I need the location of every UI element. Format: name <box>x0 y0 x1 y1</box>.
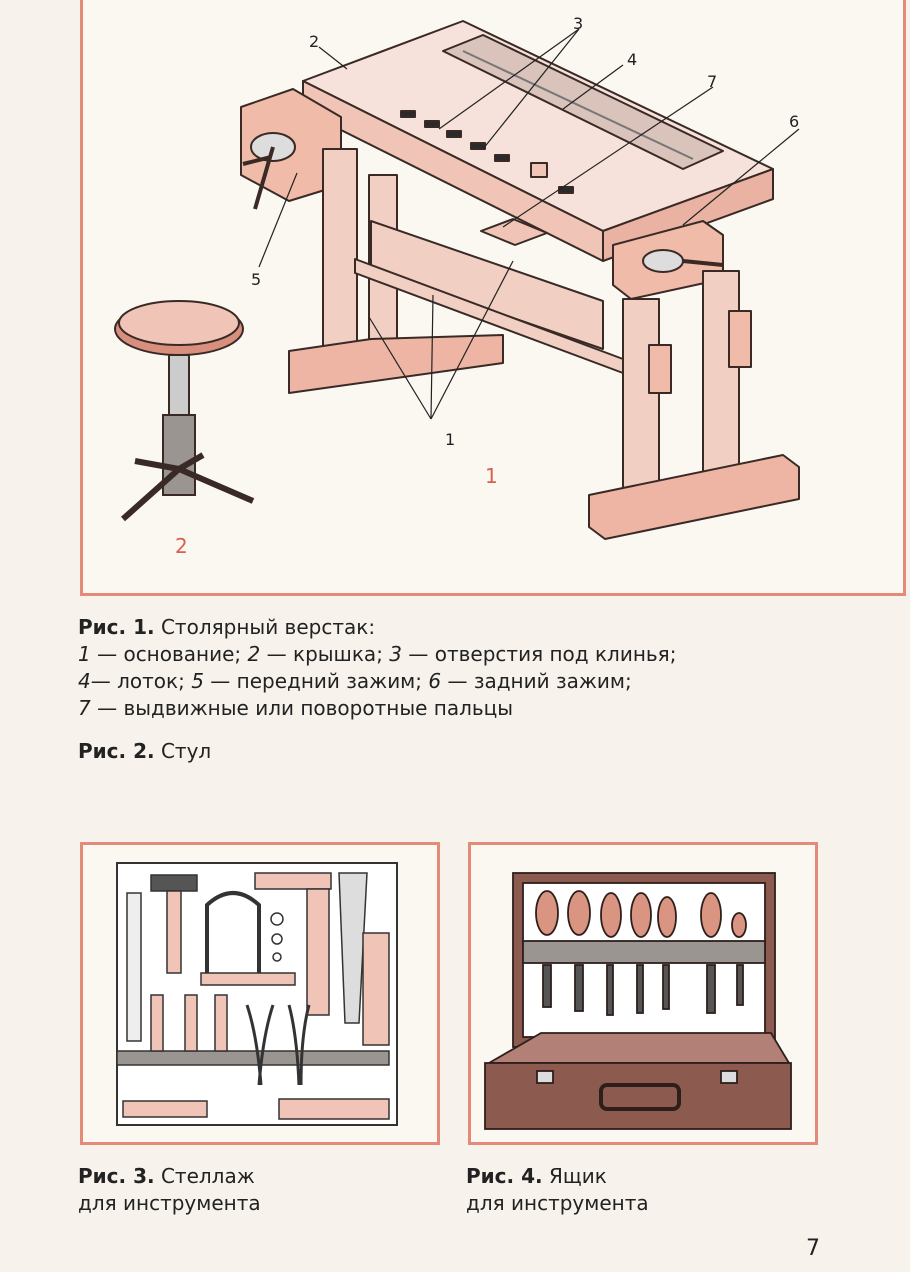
item-6-number: 6 <box>428 669 442 693</box>
item-2-number: 2 <box>247 642 261 666</box>
callout-1: 1 <box>445 430 455 449</box>
item-6-text: задний зажим; <box>473 669 632 693</box>
fig2-prefix: Рис. 2. <box>78 739 155 763</box>
dash: — <box>266 642 287 666</box>
sliding-finger <box>480 218 548 246</box>
item-5-number: 5 <box>191 669 204 693</box>
bench-tray <box>442 34 724 170</box>
figure-2-caption: Рис. 2. Стул <box>78 738 211 765</box>
rack-shelf <box>116 1050 390 1066</box>
callout-7: 7 <box>707 72 717 91</box>
tool-rack-illustration <box>116 862 398 1126</box>
square-tool <box>254 872 332 890</box>
item-2-text: крышка; <box>292 642 383 666</box>
fret-saw <box>205 891 261 975</box>
item-4-number: 4 <box>78 669 91 693</box>
figure-3-caption: Рис. 3. Стеллаж для инструмента <box>78 1163 261 1217</box>
item-3-number: 3 <box>389 642 403 666</box>
dash: — <box>97 696 118 720</box>
stool <box>114 300 255 522</box>
bench-base <box>288 148 800 540</box>
fig3-title: Стеллаж <box>160 1164 255 1188</box>
workbench-illustration: 2 3 4 7 6 5 1 1 2 <box>114 14 800 558</box>
item-1-text: основание; <box>123 642 242 666</box>
item-7-text: выдвижные или поворотные пальцы <box>123 696 514 720</box>
fig4-title: Ящик <box>548 1164 607 1188</box>
fig2-title: Стул <box>160 739 212 763</box>
item-4-text: лоток; <box>117 669 185 693</box>
box-handle <box>599 1083 681 1111</box>
tool-box-figure <box>468 842 818 1145</box>
ruler <box>126 892 142 1042</box>
dash: — <box>97 642 118 666</box>
chisel-handles <box>535 890 747 938</box>
bench-peg <box>530 162 548 178</box>
fig1-prefix: Рис. 1. <box>78 615 155 639</box>
dash: — <box>408 642 429 666</box>
figure-1-caption: Рис. 1. Столярный верстак: 1 — основание… <box>78 614 676 722</box>
item-7-number: 7 <box>78 696 91 720</box>
fig1-title: Столярный верстак: <box>160 615 376 639</box>
figure-4-caption: Рис. 4. Ящик для инструмента <box>466 1163 649 1217</box>
figure-number-2: 2 <box>175 534 188 558</box>
fig4-prefix: Рис. 4. <box>466 1164 543 1188</box>
callout-3: 3 <box>573 14 583 33</box>
level <box>122 1100 208 1118</box>
callout-6: 6 <box>789 112 799 131</box>
callout-4: 4 <box>627 50 637 69</box>
hand-saw <box>338 872 368 1024</box>
wedge-holes <box>400 110 574 194</box>
dash: — <box>210 669 231 693</box>
callout-2: 2 <box>309 32 319 51</box>
item-5-text: передний зажим; <box>236 669 423 693</box>
dash: — <box>90 669 111 693</box>
workbench-figure: 2 3 4 7 6 5 1 1 2 <box>80 0 906 596</box>
tool-box-illustration <box>484 872 792 1130</box>
item-1-number: 1 <box>78 642 91 666</box>
hammer-head <box>150 874 198 892</box>
figure-number-1: 1 <box>485 464 498 488</box>
callout-5: 5 <box>251 270 261 289</box>
page-number: 7 <box>806 1236 820 1261</box>
box-tray <box>485 1032 791 1064</box>
tool-rack-figure <box>80 842 440 1145</box>
item-3-text: отверстия под клинья; <box>434 642 677 666</box>
dash: — <box>447 669 468 693</box>
box-body <box>484 1062 792 1130</box>
fig4-subtitle: для инструмента <box>466 1191 649 1215</box>
chisel-strap <box>522 940 766 964</box>
fig3-prefix: Рис. 3. <box>78 1164 155 1188</box>
hammer-handle <box>166 890 182 974</box>
fig3-subtitle: для инструмента <box>78 1191 261 1215</box>
